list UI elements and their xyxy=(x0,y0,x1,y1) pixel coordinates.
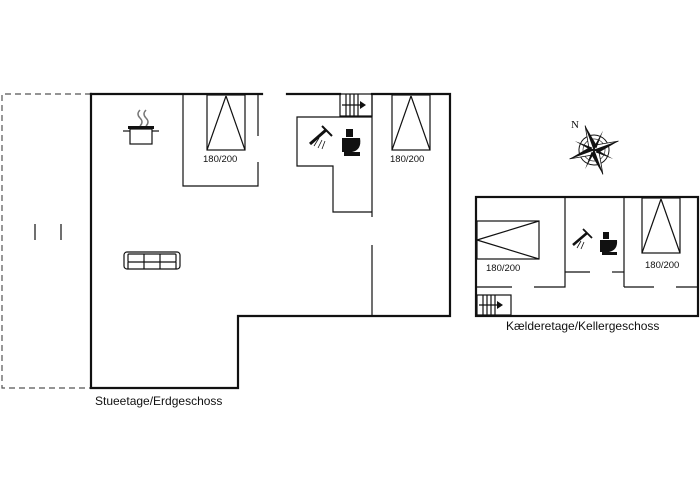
toilet-icon xyxy=(342,129,361,156)
bed-size-label: 180/200 xyxy=(203,154,237,165)
basement-label: Kælderetage/Kellergeschoss xyxy=(506,319,659,333)
sofa-icon xyxy=(123,251,181,270)
terrace-outline xyxy=(1,93,91,389)
compass-rose-icon xyxy=(569,125,619,175)
bed-size-label: 180/200 xyxy=(390,154,424,165)
bed-icon xyxy=(391,94,431,151)
bedroom-2: 180/200 xyxy=(371,94,431,316)
toilet-icon xyxy=(600,232,618,255)
ground-floor-label: Stueetage/Erdgeschoss xyxy=(95,394,222,408)
bed-icon xyxy=(206,94,246,151)
stairs-icon xyxy=(339,93,373,117)
bedroom-basement-1: 180/200 xyxy=(476,197,566,288)
bed-size-label: 180/200 xyxy=(486,263,520,274)
bedroom-1: 180/200 xyxy=(182,94,259,187)
bed-icon xyxy=(476,220,540,260)
bathroom xyxy=(296,116,372,213)
bed-icon xyxy=(641,197,681,254)
compass-north-label: N xyxy=(571,119,579,131)
shower-icon xyxy=(572,228,593,250)
shower-icon xyxy=(309,125,333,150)
ground-floor-plan: 180/200 xyxy=(89,92,452,408)
bedroom-basement-2: 180/200 xyxy=(623,197,698,288)
stairs-icon xyxy=(476,294,512,316)
bed-size-label: 180/200 xyxy=(645,260,679,271)
bathroom-basement xyxy=(565,228,624,273)
basement-plan: 180/200 xyxy=(474,195,700,333)
kitchen-pot-icon xyxy=(123,109,159,145)
